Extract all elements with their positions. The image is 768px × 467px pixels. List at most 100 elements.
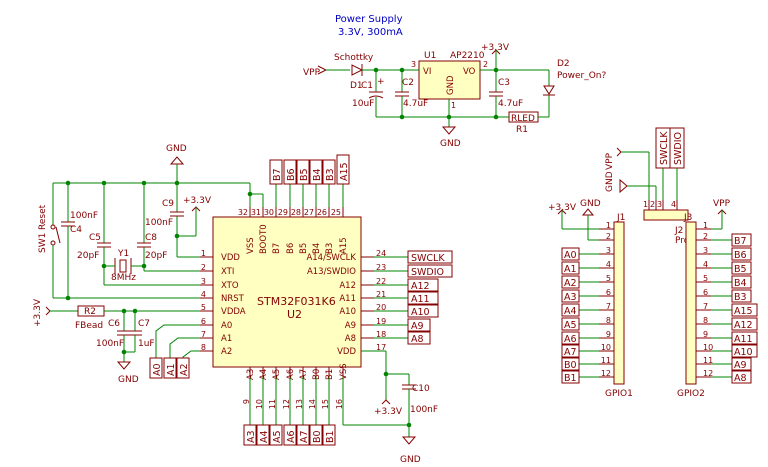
pin-number: 4	[606, 260, 611, 269]
j3-body	[685, 221, 697, 385]
junction	[121, 308, 127, 314]
net-tag	[407, 264, 453, 278]
pin-number: 11	[703, 356, 713, 365]
pin-name: A14/SWCLK	[306, 253, 356, 263]
pin-name: VDD	[221, 253, 240, 263]
c8-value: 20pF	[145, 251, 167, 261]
pin-number: 1	[606, 221, 611, 230]
r1-ref: R1	[516, 125, 528, 135]
c3-value: 4.7uF	[498, 99, 523, 109]
net-tag	[407, 331, 431, 345]
pin-number: 8	[201, 343, 206, 352]
net-tag	[731, 233, 752, 247]
ground-icon	[116, 361, 132, 370]
net-tag-text: A9	[411, 321, 424, 332]
c1-value: 10uF	[352, 99, 374, 109]
pin-number: 5	[606, 274, 611, 283]
net-tag-text: A0	[152, 363, 163, 376]
net-tag-text: B7	[272, 168, 283, 181]
pin-number: 2	[606, 232, 611, 241]
gnd-bot-label-2: GND	[400, 455, 421, 465]
j1-body	[613, 221, 625, 385]
net-tag	[283, 159, 297, 185]
u2-bottom-pins: A39A3A410A4A511A5A612A6A713A7B014B0B115B…	[242, 363, 349, 446]
pin-name: A7	[299, 369, 309, 380]
net-tag	[283, 424, 297, 446]
j1-gnd-label: GND	[580, 199, 601, 209]
net-tag-text: A7	[299, 430, 310, 443]
net-tag-text: A15	[339, 162, 350, 181]
c3-ref: C3	[498, 78, 510, 88]
net-tag	[149, 357, 163, 379]
net-tag	[176, 357, 190, 379]
junction	[132, 308, 138, 314]
net-tag	[731, 370, 752, 384]
pin-number: 4	[671, 200, 676, 209]
net-tag-text: A10	[734, 347, 753, 358]
pin-number: 20	[376, 303, 386, 312]
net-tag-text: B3	[325, 168, 336, 181]
ground-icon	[401, 436, 417, 445]
pin-name: B7	[272, 243, 282, 254]
junction	[493, 67, 499, 73]
pin-number: 3	[201, 277, 206, 286]
j2-name: Prog	[675, 236, 695, 246]
net-tag-text: A2	[564, 278, 577, 289]
net-tag-text: B4	[734, 278, 747, 289]
net-tag	[561, 357, 580, 371]
net-tag	[243, 424, 257, 446]
net-tag	[309, 424, 323, 446]
gnd-label: GND	[440, 139, 461, 149]
d1-ref: D1	[350, 81, 363, 91]
v33-label-c: +3.3V	[374, 407, 403, 417]
pin-number: 32	[238, 208, 248, 217]
junction	[406, 422, 412, 428]
sw1-name: Reset	[38, 204, 48, 230]
c7-ref: C7	[138, 319, 150, 329]
c5-value: 20pF	[77, 251, 99, 261]
pin-name: B0	[312, 369, 322, 380]
net-tag	[731, 331, 758, 345]
u1-pin1: 1	[451, 101, 456, 110]
pin-number: 2	[703, 232, 708, 241]
net-tag-text: A11	[734, 334, 753, 345]
pin-number: 9	[703, 330, 708, 339]
net-tag-text: B1	[564, 373, 577, 384]
j1-v33-label: +3.3V	[548, 203, 577, 213]
pin-name: B6	[286, 243, 296, 254]
net-tag	[561, 344, 580, 358]
v33-label-a: +3.3V	[183, 196, 212, 206]
net-tag	[731, 289, 752, 303]
wire	[169, 337, 200, 358]
pin-name: A0	[221, 321, 232, 331]
pin-number: 13	[295, 399, 304, 409]
j3-name: GPIO2	[677, 389, 705, 399]
junction	[121, 349, 127, 355]
net-tag	[407, 291, 439, 305]
u2-body	[212, 216, 362, 368]
schottky-diode-icon	[351, 64, 364, 76]
c9-ref: C9	[162, 199, 174, 209]
pin-number: 3	[657, 200, 662, 209]
pin-name: VSS	[246, 237, 256, 254]
net-tag	[309, 159, 323, 185]
net-tag-text: A7	[564, 347, 577, 358]
junction	[493, 114, 499, 120]
d1-type: Schottky	[334, 53, 374, 63]
u2-top-pins: 32VSS31BOOT030B7B729B6B628B5B527B4B426B3…	[238, 154, 350, 254]
switch-contact	[50, 240, 56, 246]
pin-number: 8	[703, 316, 708, 325]
net-tag	[731, 317, 758, 331]
pin-name: A12	[339, 281, 356, 291]
net-tag-swclk-text: SWCLK	[659, 131, 670, 165]
c4-ref: C4	[70, 225, 82, 235]
r1-value: RLED	[511, 114, 535, 124]
y1-ref: Y1	[117, 249, 129, 259]
net-tag	[731, 275, 752, 289]
c10-ref: C10	[412, 384, 430, 394]
